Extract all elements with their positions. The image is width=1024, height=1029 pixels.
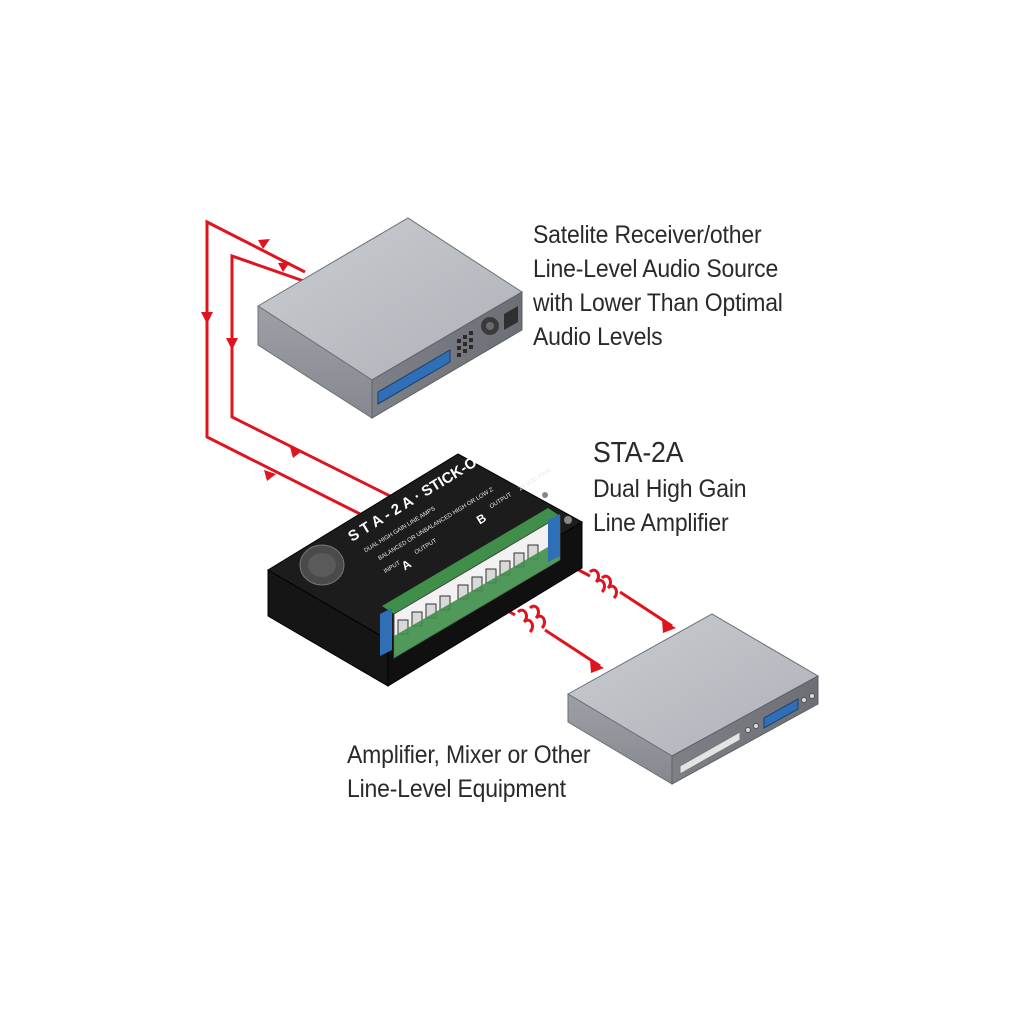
amplifier-device [566, 613, 820, 785]
source-device-label: Satelite Receiver/other Line-Level Audio… [533, 218, 783, 354]
satellite-receiver-device [257, 217, 523, 419]
amp-label-line-1: Amplifier, Mixer or Other [347, 741, 591, 769]
signal-arrows [201, 239, 302, 481]
source-label-line-3: with Lower Than Optimal [533, 289, 783, 317]
source-label-line-4: Audio Levels [533, 323, 663, 351]
sta-label-line-2: Line Amplifier [593, 509, 729, 537]
sta-device-label: STA-2A Dual High Gain Line Amplifier [593, 434, 747, 540]
power-label: 24 VDC PWR [518, 468, 553, 493]
source-label-line-1: Satelite Receiver/other [533, 221, 762, 249]
source-label-line-2: Line-Level Audio Source [533, 255, 779, 283]
amp-device-label: Amplifier, Mixer or Other Line-Level Equ… [347, 738, 591, 806]
sta-2a-unit: S T A - 2 A · STICK-ON DUAL HIGH GAIN LI… [267, 448, 583, 687]
sta-model-name: STA-2A [593, 437, 684, 469]
amp-label-line-2: Line-Level Equipment [347, 775, 566, 803]
sta-label-line-1: Dual High Gain [593, 475, 747, 503]
